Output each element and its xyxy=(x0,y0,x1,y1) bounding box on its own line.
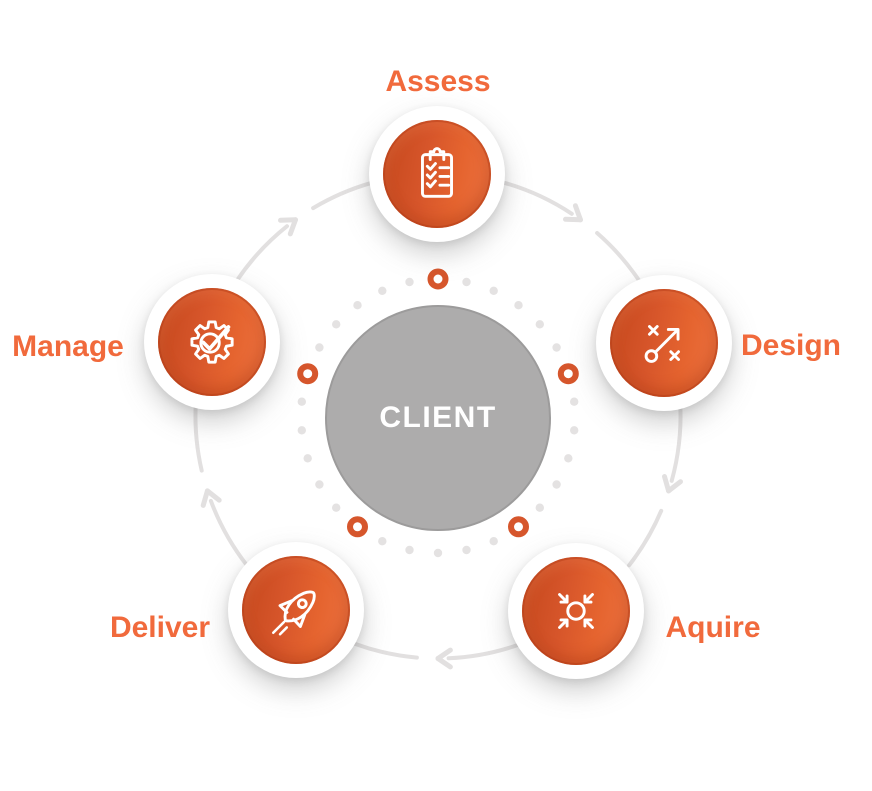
stage-label-deliver: Deliver xyxy=(109,611,211,644)
aquire-circle xyxy=(522,557,630,665)
client-center-circle: CLIENT xyxy=(325,305,551,531)
stage-label-design: Design xyxy=(740,329,842,362)
design-circle xyxy=(610,289,718,397)
stage-node-design xyxy=(596,275,732,411)
client-label: CLIENT xyxy=(379,401,497,434)
manage-circle xyxy=(158,288,266,396)
stage-label-aquire: Aquire xyxy=(665,611,761,644)
strategy-arrow-icon xyxy=(644,325,680,363)
stage-node-aquire xyxy=(508,543,644,679)
checklist-clipboard-icon xyxy=(421,147,453,198)
stage-label-manage: Manage xyxy=(12,330,124,363)
deliver-circle xyxy=(242,556,350,664)
assess-circle xyxy=(383,120,491,228)
stage-label-assess: Assess xyxy=(385,65,491,98)
stage-node-assess xyxy=(369,106,505,242)
gear-check-icon xyxy=(190,320,234,364)
rocket-icon xyxy=(271,590,316,636)
converging-arrows-icon xyxy=(558,593,594,629)
stage-node-manage xyxy=(144,274,280,410)
stage-node-deliver xyxy=(228,542,364,678)
